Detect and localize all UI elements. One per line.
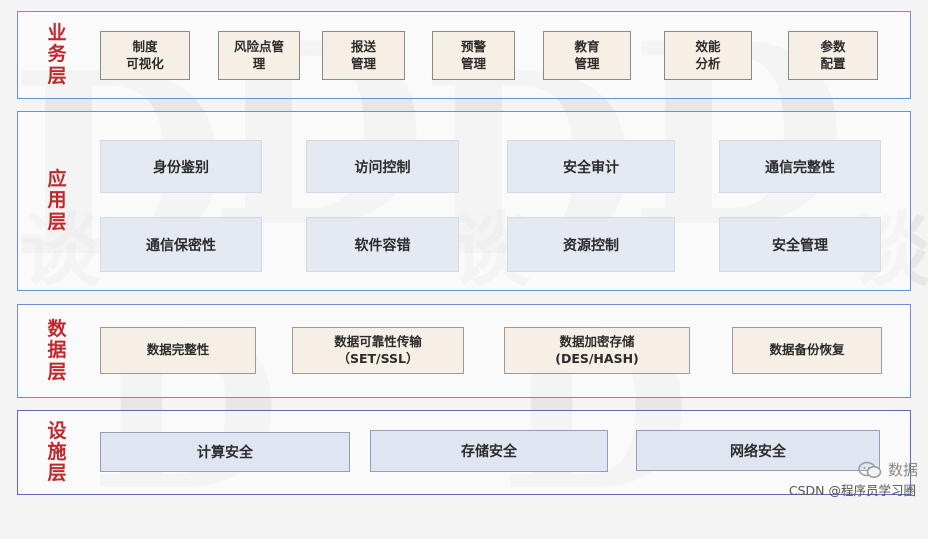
facility-item-network-security: 网络安全 — [636, 430, 880, 471]
wechat-icon — [858, 461, 882, 479]
facility-layer-label: 设 施 层 — [47, 419, 67, 485]
data-item-integrity: 数据完整性 — [100, 327, 256, 374]
business-item-education-management: 教育 管理 — [543, 31, 631, 80]
app-item-access-control: 访问控制 — [306, 140, 459, 193]
app-item-resource-control: 资源控制 — [507, 217, 675, 272]
business-item-efficiency-analysis: 效能 分析 — [664, 31, 752, 80]
facility-item-storage-security: 存储安全 — [370, 430, 608, 472]
data-item-backup-recovery: 数据备份恢复 — [732, 327, 882, 374]
data-item-reliable-transmission: 数据可靠性传输 （SET/SSL） — [292, 327, 464, 374]
business-item-report-management: 报送 管理 — [322, 31, 405, 80]
business-item-policy-visualization: 制度 可视化 — [100, 31, 190, 80]
facility-item-compute-security: 计算安全 — [100, 432, 350, 472]
business-item-alert-management: 预警 管理 — [432, 31, 515, 80]
business-layer-label: 业 务 层 — [47, 22, 67, 87]
app-item-communication-integrity: 通信完整性 — [719, 140, 881, 193]
app-item-security-audit: 安全审计 — [507, 140, 675, 193]
app-item-communication-confidentiality: 通信保密性 — [100, 217, 262, 272]
app-item-identity-authentication: 身份鉴别 — [100, 140, 262, 193]
data-item-encrypted-storage: 数据加密存储 (DES/HASH) — [504, 327, 690, 374]
data-layer-label: 数 据 层 — [47, 318, 67, 383]
business-item-parameter-config: 参数 配置 — [788, 31, 878, 80]
business-item-risk-point-management: 风险点管 理 — [218, 31, 300, 80]
app-item-security-management: 安全管理 — [719, 217, 881, 272]
app-item-software-fault-tolerance: 软件容错 — [306, 217, 459, 272]
wechat-text: 数据 — [887, 461, 918, 479]
csdn-attribution: CSDN @程序员学习圈 — [788, 483, 916, 498]
application-layer-label: 应 用 层 — [47, 168, 67, 233]
wechat-watermark: 数据 — [858, 459, 918, 480]
